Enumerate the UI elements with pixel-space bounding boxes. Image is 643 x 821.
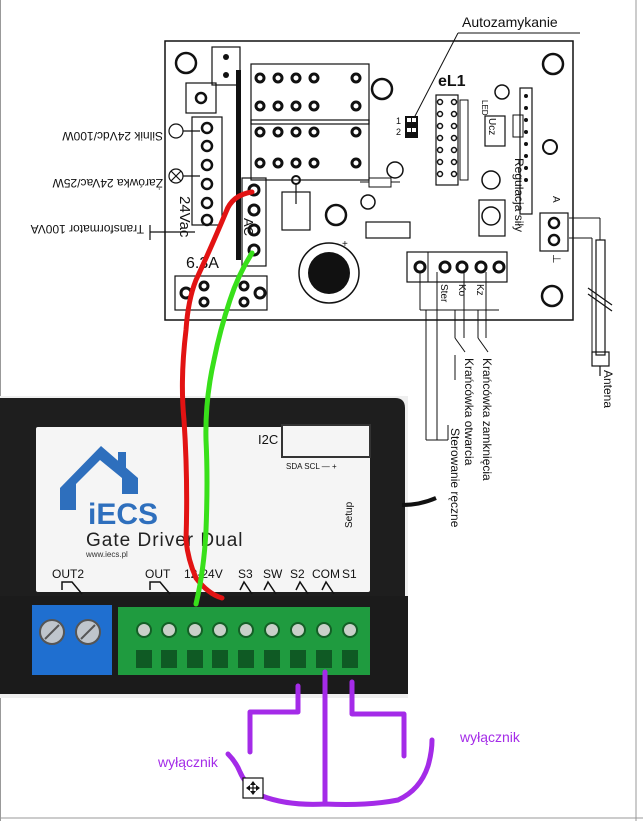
terminal-label-out2: OUT2 — [52, 567, 84, 581]
device-title: Gate Driver Dual — [86, 530, 244, 551]
limit-switch-lines — [419, 217, 601, 441]
left-load-symbols — [149, 123, 200, 240]
svg-text:Kz: Kz — [474, 284, 485, 296]
brand-logo: iECS — [88, 498, 158, 531]
green-wire — [193, 250, 255, 607]
open-limit-label: Krańcówka otwarcia — [462, 358, 476, 466]
terminal-label-sw: SW — [263, 567, 283, 581]
manual-control-label: Sterowanie ręczne — [448, 428, 462, 528]
red-wire — [179, 189, 255, 601]
terminal-label-com: COM — [312, 567, 340, 581]
svg-text:LED: LED — [480, 100, 489, 116]
motor-label: Silnik 24Vdc/100W — [62, 129, 163, 143]
svg-text:2: 2 — [396, 127, 401, 137]
svg-text:Ko: Ko — [456, 284, 467, 297]
svg-text:1: 1 — [396, 116, 401, 126]
svg-text:Ucz: Ucz — [486, 118, 497, 135]
terminal-label-s1: S1 — [342, 567, 357, 581]
svg-text:A: A — [550, 196, 561, 203]
force-regulation-label: Regulacja siły — [512, 158, 526, 232]
board-name: eL1 — [438, 73, 466, 90]
control-board: 6.3A AC 24Vac + — [164, 40, 574, 321]
bulb-label: Żarówka 24Vac/25W — [52, 176, 163, 190]
auto-close-callout: Autozamykanie — [413, 14, 580, 119]
terminal-label-s3: S3 — [238, 567, 253, 581]
svg-text:+: + — [342, 239, 348, 250]
switch-label-right: wyłącznik — [459, 729, 521, 745]
svg-text:Ster: Ster — [438, 284, 449, 303]
transformer-label: Transformator 100VA — [31, 222, 144, 236]
i2c-pins-label: SDA SCL — + — [286, 462, 337, 471]
close-limit-label: Krańcówka zamknięcia — [480, 358, 494, 481]
gate-driver-device: iECS Gate Driver Dual www.iecs.pl I2C SD… — [0, 396, 437, 698]
antenna-label: Antena — [601, 370, 615, 408]
terminal-label-s2: S2 — [290, 567, 305, 581]
svg-text:⊥: ⊥ — [550, 254, 562, 264]
terminal-label-out: OUT — [145, 567, 171, 581]
ac-label: AC — [241, 218, 256, 236]
i2c-label: I2C — [258, 432, 278, 447]
device-url: www.iecs.pl — [85, 550, 128, 559]
antenna — [587, 239, 613, 376]
purple-switch-wiring — [225, 669, 435, 807]
setup-label: Setup — [344, 501, 355, 528]
auto-close-label: Autozamykanie — [462, 14, 558, 30]
move-cursor-icon[interactable] — [242, 777, 264, 799]
supply-label: 24Vac — [176, 196, 193, 238]
switch-label-left: wyłącznik — [157, 754, 219, 770]
